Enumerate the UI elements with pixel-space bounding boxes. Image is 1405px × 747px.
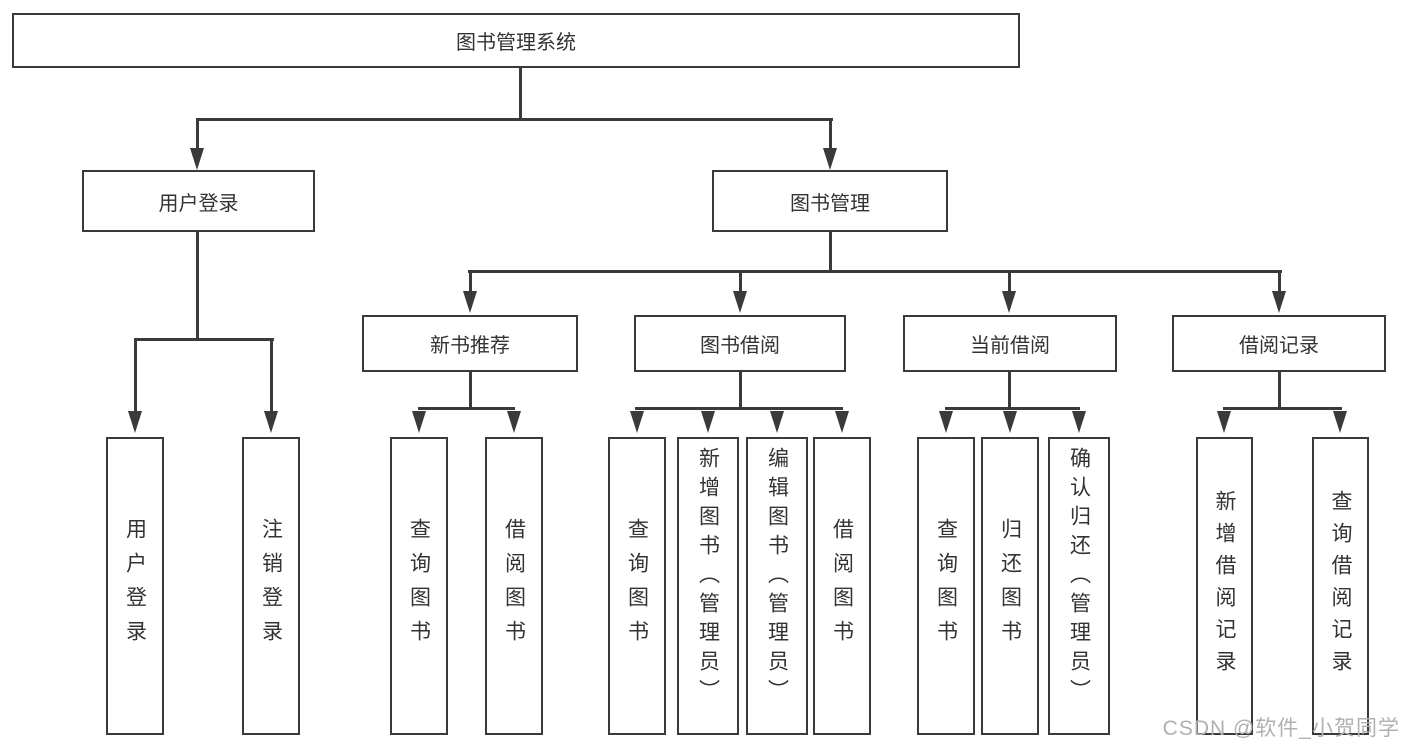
arrow-down-icon	[733, 291, 747, 313]
leaf-return-books: 归还图书	[981, 437, 1039, 735]
connector-line	[1008, 372, 1011, 410]
arrow-down-icon	[1217, 411, 1231, 433]
connector-line	[469, 372, 472, 410]
connector-line	[739, 372, 742, 410]
leaf-label: 借阅图书	[502, 518, 526, 654]
arrow-down-icon	[1072, 411, 1086, 433]
connector-line	[270, 338, 273, 414]
connector-line	[1008, 270, 1011, 294]
leaf-label: 确认归还（管理员）	[1067, 447, 1091, 708]
connector-line	[829, 232, 832, 273]
leaf-borrow-books: 借阅图书	[813, 437, 871, 735]
connector-line	[739, 270, 742, 294]
leaf-borrow-books-recommend: 借阅图书	[485, 437, 543, 735]
leaf-label: 查询图书	[407, 518, 431, 654]
connector-line	[469, 270, 472, 294]
node-root-system: 图书管理系统	[12, 13, 1020, 68]
leaf-query-books-current: 查询图书	[917, 437, 975, 735]
leaf-label: 新增图书（管理员）	[696, 447, 720, 708]
arrow-down-icon	[823, 148, 837, 170]
connector-line	[1278, 270, 1281, 294]
connector-line	[1223, 407, 1342, 410]
arrow-down-icon	[463, 291, 477, 313]
leaf-confirm-return-admin: 确认归还（管理员）	[1048, 437, 1110, 735]
arrow-down-icon	[939, 411, 953, 433]
node-user-login: 用户登录	[82, 170, 315, 232]
arrow-down-icon	[1333, 411, 1347, 433]
arrow-down-icon	[1003, 411, 1017, 433]
connector-line	[829, 118, 832, 152]
node-current-borrowing: 当前借阅	[903, 315, 1117, 372]
arrow-down-icon	[770, 411, 784, 433]
arrow-down-icon	[701, 411, 715, 433]
connector-line	[635, 407, 843, 410]
leaf-label: 用户登录	[123, 518, 147, 654]
leaf-logout: 注销登录	[242, 437, 300, 735]
leaf-label: 归还图书	[998, 518, 1022, 654]
node-book-management: 图书管理	[712, 170, 948, 232]
connector-line	[468, 270, 1282, 273]
connector-line	[196, 118, 199, 152]
arrow-down-icon	[1272, 291, 1286, 313]
arrow-down-icon	[1002, 291, 1016, 313]
leaf-user-login: 用户登录	[106, 437, 164, 735]
leaf-edit-book-admin: 编辑图书（管理员）	[746, 437, 808, 735]
leaf-label: 新增借阅记录	[1213, 490, 1236, 682]
connector-line	[519, 68, 522, 120]
leaf-label: 查询借阅记录	[1329, 490, 1352, 682]
connector-line	[196, 118, 833, 121]
arrow-down-icon	[128, 411, 142, 433]
node-book-borrowing: 图书借阅	[634, 315, 846, 372]
arrow-down-icon	[507, 411, 521, 433]
connector-line	[945, 407, 1080, 410]
leaf-label: 编辑图书（管理员）	[765, 447, 789, 708]
connector-line	[418, 407, 515, 410]
arrow-down-icon	[190, 148, 204, 170]
arrow-down-icon	[630, 411, 644, 433]
csdn-watermark: CSDN @软件_小贺同学	[1162, 717, 1400, 740]
connector-line	[134, 338, 274, 341]
leaf-label: 查询图书	[625, 518, 649, 654]
node-new-book-recommend: 新书推荐	[362, 315, 578, 372]
arrow-down-icon	[412, 411, 426, 433]
leaf-query-borrow-record: 查询借阅记录	[1312, 437, 1369, 735]
leaf-label: 借阅图书	[830, 518, 854, 654]
leaf-query-books-recommend: 查询图书	[390, 437, 448, 735]
arrow-down-icon	[835, 411, 849, 433]
connector-line	[134, 338, 137, 414]
leaf-label: 注销登录	[259, 518, 283, 654]
connector-line	[196, 232, 199, 340]
leaf-query-books-borrow: 查询图书	[608, 437, 666, 735]
node-borrowing-records: 借阅记录	[1172, 315, 1386, 372]
connector-line	[1278, 372, 1281, 410]
leaf-add-book-admin: 新增图书（管理员）	[677, 437, 739, 735]
leaf-add-borrow-record: 新增借阅记录	[1196, 437, 1253, 735]
leaf-label: 查询图书	[934, 518, 958, 654]
arrow-down-icon	[264, 411, 278, 433]
